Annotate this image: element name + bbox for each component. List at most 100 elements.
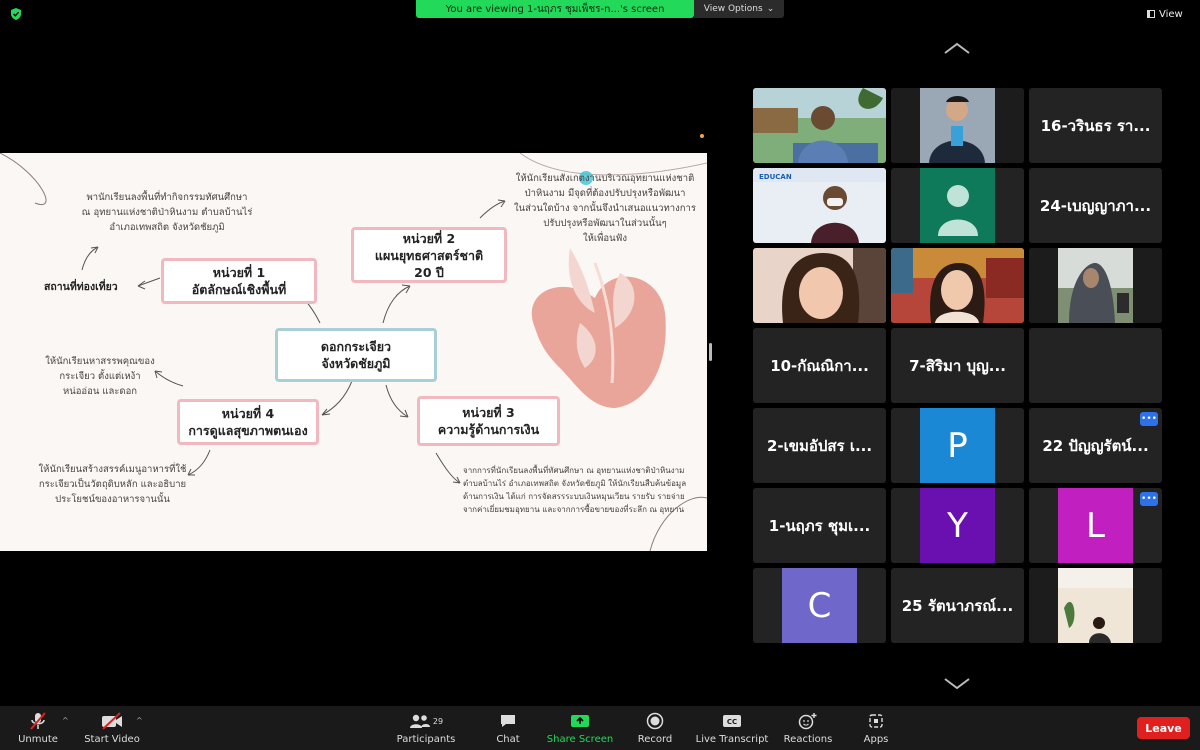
mindmap-unit3-node: หน่วยที่ 3 ความรู้ด้านการเงิน [417, 396, 560, 446]
participant-tile[interactable]: 10-กัณณิกา... [753, 328, 886, 403]
center-line-1: ดอกกระเจียว [320, 339, 392, 354]
note-top-right-line: ให้เพื่อนฟัง [583, 233, 627, 244]
participant-video [753, 88, 886, 163]
note-bottom-right-line: ด้านการเงิน ได้แก่ การจัดสรรระบบเงินหมุน… [463, 492, 685, 501]
participant-tile[interactable] [891, 248, 1024, 323]
participant-tile[interactable]: Y [891, 488, 1024, 563]
participant-name: 16-วรินธร รา... [1040, 116, 1151, 135]
participant-tile[interactable] [1029, 248, 1162, 323]
participants-label: Participants [396, 734, 456, 745]
tourist-attraction-label: สถานที่ท่องเที่ยว [44, 281, 118, 293]
participant-tile[interactable]: 16-วรินธร รา... [1029, 88, 1162, 163]
grid-layout-icon [1147, 10, 1155, 18]
mindmap-center-node: ดอกกระเจียว จังหวัดชัยภูมิ [275, 328, 437, 382]
reactions-label: Reactions [783, 734, 833, 745]
unit3-line-1: หน่วยที่ 3 [462, 405, 515, 420]
participant-tile[interactable] [891, 88, 1024, 163]
video-options-caret-icon[interactable]: ^ [136, 716, 143, 725]
view-layout-button[interactable]: View [1147, 5, 1193, 23]
note-top-left-line: ณ อุทยานแห่งชาติป่าหินงาม ตำบลบ้านไร่ [81, 207, 253, 218]
participant-tile[interactable]: 24-เบญญาภา... [1029, 168, 1162, 243]
avatar: L [1058, 488, 1133, 563]
note-top-right: ให้นักเรียนสังเกตงานบริเวณอุทยานแห่งชาติ… [505, 171, 705, 246]
leave-button[interactable]: Leave [1137, 717, 1190, 739]
apps-label: Apps [863, 734, 889, 745]
shared-screen-slide: ดอกกระเจียว จังหวัดชัยภูมิ หน่วยที่ 1 อั… [0, 153, 707, 551]
participant-tile[interactable]: C [753, 568, 886, 643]
unmute-button[interactable]: Unmute [14, 710, 62, 748]
participant-tile[interactable]: EDUCAN [753, 168, 886, 243]
note-top-right-line: ป่าหินงาม มีจุดที่ต้องปรับปรุงหรือพัฒนา [524, 188, 686, 199]
note-top-right-line: ในส่วนใดบ้าง จากนั้นจึงนำเสนอแนวทางการ [514, 203, 696, 214]
more-options-icon[interactable]: ••• [1140, 412, 1158, 426]
view-options-label: View Options [703, 4, 763, 14]
participant-video [753, 248, 886, 323]
participant-name: 22 ปัญญรัตน์... [1042, 436, 1149, 455]
audio-options-caret-icon[interactable]: ^ [62, 716, 69, 725]
note-top-right-line: ปรับปรุงหรือพัฒนาในส่วนนั้นๆ [543, 218, 667, 229]
participant-name: 24-เบญญาภา... [1039, 196, 1152, 215]
participant-tile[interactable]: 2-เขมอัปสร เ... [753, 408, 886, 483]
participant-name: 2-เขมอัปสร เ... [766, 436, 873, 455]
note-mid-left: ให้นักเรียนหาสรรพคุณของ กระเจียว ตั้งแต่… [20, 354, 180, 399]
participant-tile[interactable]: L ••• [1029, 488, 1162, 563]
participant-tile[interactable]: 25 รัตนาภรณ์... [891, 568, 1024, 643]
participant-tile[interactable]: 22 ปัญญรัตน์... ••• [1029, 408, 1162, 483]
note-bottom-left: ให้นักเรียนสร้างสรรค์เมนูอาหารที่ใช้ กระ… [15, 462, 210, 507]
participant-tile[interactable] [753, 88, 886, 163]
participant-video [891, 88, 1024, 163]
reactions-button[interactable]: Reactions [784, 710, 832, 748]
pointer-highlight [579, 171, 593, 185]
participant-tile[interactable] [891, 168, 1024, 243]
meeting-toolbar: Unmute ^ Start Video ^ 29 Participants C… [0, 706, 1200, 750]
start-video-label: Start Video [84, 734, 140, 745]
note-bottom-right-line: จากการที่นักเรียนลงพื้นที่ทัศนศึกษา ณ อุ… [463, 466, 685, 475]
record-label: Record [637, 734, 673, 745]
mindmap-unit2-node: หน่วยที่ 2 แผนยุทธศาสตร์ชาติ 20 ปี [351, 227, 507, 283]
note-bottom-left-line: ประโยชน์ของอาหารจานนั้น [55, 494, 170, 505]
note-mid-left-line: ให้นักเรียนหาสรรพคุณของ [45, 356, 155, 367]
participant-tile[interactable] [1029, 568, 1162, 643]
note-mid-left-line: หน่ออ่อน และดอก [62, 386, 138, 397]
gallery-scroll-up-icon[interactable] [942, 40, 972, 56]
participants-button[interactable]: 29 Participants [396, 710, 456, 748]
live-transcript-label: Live Transcript [695, 734, 769, 745]
viewing-screen-banner: You are viewing 1-นฤภร ชุมเพ็ชร-n...'s s… [416, 0, 694, 18]
unmute-label: Unmute [18, 734, 58, 745]
participant-name: 10-กัณณิกา... [770, 356, 869, 375]
apps-icon [869, 714, 883, 728]
participant-video: EDUCAN [753, 168, 886, 243]
participant-video [1029, 248, 1162, 323]
chat-button[interactable]: Chat [493, 710, 523, 748]
participant-tile[interactable]: 1-นฤภร ชุมเ... [753, 488, 886, 563]
note-bottom-left-line: ให้นักเรียนสร้างสรรค์เมนูอาหารที่ใช้ [38, 464, 187, 475]
participant-tile[interactable] [1029, 328, 1162, 403]
avatar: C [782, 568, 857, 643]
note-bottom-right-line: จากค่าเยี่ยมชมอุทยาน และจากการซื้อขายของ… [463, 505, 685, 514]
share-screen-button[interactable]: Share Screen [547, 710, 613, 748]
participant-tile[interactable] [753, 248, 886, 323]
gallery-scroll-down-icon[interactable] [942, 676, 972, 692]
view-options-button[interactable]: View Options ⌄ [694, 0, 784, 18]
chevron-down-icon: ⌄ [766, 4, 775, 14]
participant-tile[interactable]: P [891, 408, 1024, 483]
note-bottom-right: จากการที่นักเรียนลงพื้นที่ทัศนศึกษา ณ อุ… [463, 464, 703, 516]
apps-button[interactable]: Apps [861, 710, 891, 748]
live-transcript-button[interactable]: CC Live Transcript [696, 710, 768, 748]
viewing-text: You are viewing 1-นฤภร ชุมเพ็ชร-n...'s s… [445, 3, 665, 15]
more-options-icon[interactable]: ••• [1140, 492, 1158, 506]
record-icon [646, 712, 664, 730]
note-top-left: พานักเรียนลงพื้นที่ทำกิจกรรมทัศนศึกษา ณ … [62, 190, 272, 235]
record-button[interactable]: Record [636, 710, 674, 748]
start-video-button[interactable]: Start Video [84, 710, 140, 748]
unit2-line-3: 20 ปี [414, 264, 444, 280]
mindmap-unit4-node: หน่วยที่ 4 การดูแลสุขภาพตนเอง [177, 399, 319, 445]
avatar: Y [920, 488, 995, 563]
security-shield-icon[interactable] [9, 7, 23, 21]
participant-video [891, 248, 1024, 323]
avatar: P [920, 408, 995, 483]
participant-tile[interactable]: 7-สิริมา บุญ... [891, 328, 1024, 403]
panel-resize-handle[interactable] [709, 343, 712, 361]
note-bottom-right-line: ตำบลบ้านไร่ อำเภอเทพสถิต จังหวัดชัยภูมิ … [463, 479, 687, 488]
